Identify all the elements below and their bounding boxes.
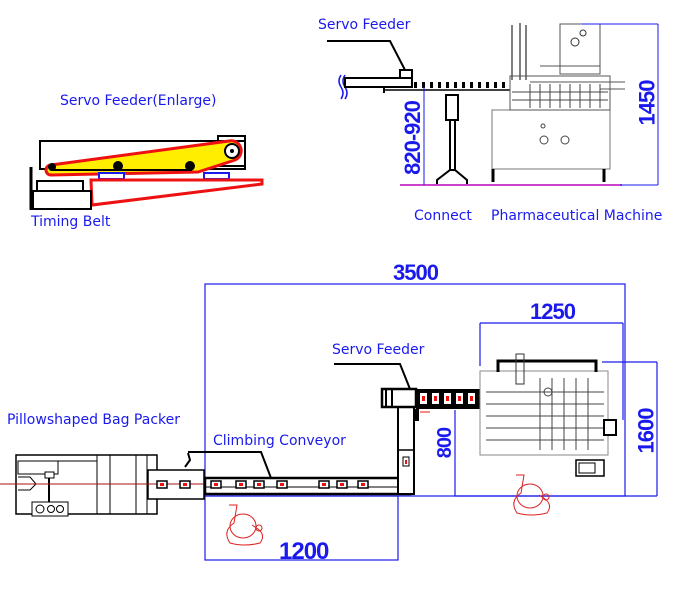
roller [185, 161, 195, 171]
machine-width-dimension: 1250 [530, 299, 576, 324]
overall-width-dimension: 3500 [393, 260, 439, 285]
conveyor-depth-dimension: 1200 [279, 538, 329, 565]
chain-link [486, 82, 489, 88]
chain-link [414, 82, 417, 88]
machine-depth-dimension: 1600 [633, 408, 659, 454]
bag-packer-label: Pillowshaped Bag Packer [7, 412, 180, 428]
side-elevation-drawing [327, 23, 659, 186]
chain-link [502, 82, 505, 88]
servo-feeder-label-top: Servo Feeder [318, 17, 411, 33]
connect-label: Connect [414, 208, 472, 224]
timing-belt-label: Timing Belt [31, 214, 111, 230]
operator-figure [226, 504, 264, 546]
chain-link [478, 82, 481, 88]
operator-figure [513, 474, 551, 516]
chain-link [494, 82, 497, 88]
servo-feeder-label-bottom: Servo Feeder [332, 342, 425, 358]
height-dimension-820-920: 820-920 [399, 101, 425, 175]
chain-link [446, 82, 449, 88]
servo-feeder-enlarged-drawing [29, 135, 264, 210]
chain-link [430, 82, 433, 88]
roller [113, 161, 123, 171]
chain-link [454, 82, 457, 88]
feeder-offset-dimension: 800 [434, 427, 457, 459]
chain-link [462, 82, 465, 88]
machine-height-dimension: 1450 [634, 80, 660, 126]
plan-view-drawing [0, 283, 658, 561]
product-pad [98, 172, 125, 180]
product-pad [203, 172, 230, 180]
pharmaceutical-machine-label: Pharmaceutical Machine [491, 208, 663, 224]
servo-feeder-enlarge-title: Servo Feeder(Enlarge) [60, 93, 217, 109]
chain-link [470, 82, 473, 88]
climbing-conveyor-label: Climbing Conveyor [213, 433, 346, 449]
chain-link [422, 82, 425, 88]
roller [48, 163, 56, 171]
chain-link [438, 82, 441, 88]
